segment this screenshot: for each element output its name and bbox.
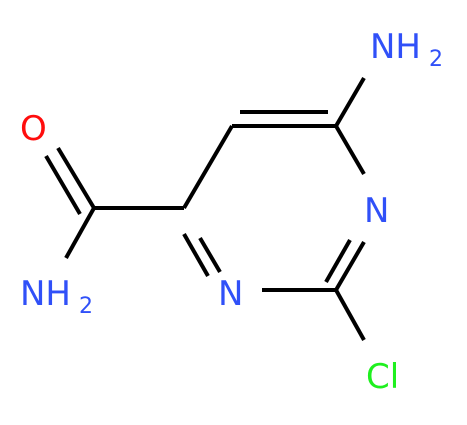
amino-top-sub: 2 xyxy=(429,47,443,72)
atom-amino-top: NH 2 xyxy=(370,27,443,72)
atom-chloro: Cl xyxy=(366,357,399,397)
bond-n3-c4 xyxy=(182,233,210,277)
atom-ring-n-bottom: N xyxy=(218,274,243,314)
atom-carbonyl-o: O xyxy=(20,109,47,149)
bond-n1-c2-inner xyxy=(324,239,352,283)
bond-n1-c2 xyxy=(334,240,366,292)
bond-c4-n3-inner xyxy=(198,236,222,274)
bond-c4-c5 xyxy=(182,124,234,210)
amide-n-main: NH xyxy=(20,274,71,314)
bond-c6-n1 xyxy=(334,124,366,176)
bond-c2-cl xyxy=(334,289,366,341)
amide-n-sub: 2 xyxy=(79,294,93,319)
atom-amide-n: NH 2 xyxy=(20,274,93,319)
bond-c-nh2 xyxy=(64,207,96,259)
bond-c6-nh2 xyxy=(334,76,366,128)
amino-top-main: NH xyxy=(370,27,421,67)
bond-c-o xyxy=(56,146,96,210)
atom-ring-n-right: N xyxy=(364,191,389,231)
bond-c-o-inner xyxy=(44,154,82,216)
